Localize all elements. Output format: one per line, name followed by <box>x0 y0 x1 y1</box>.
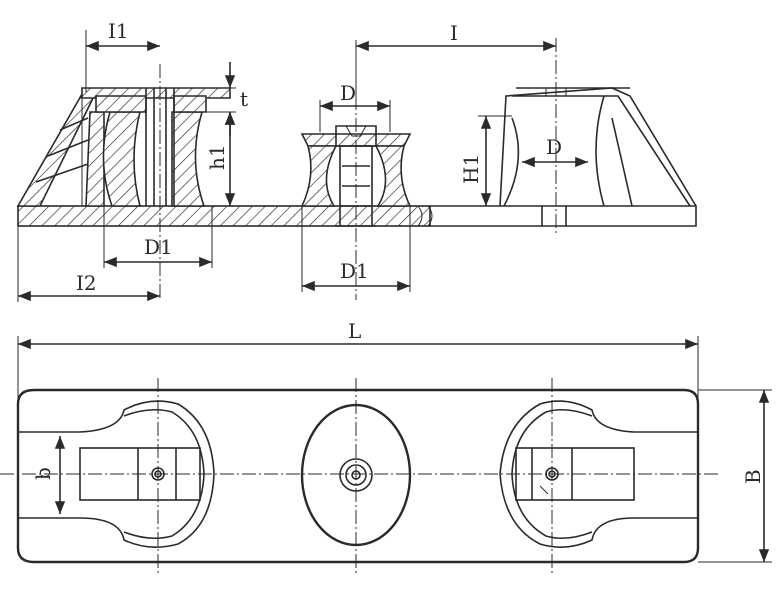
right-bollard <box>499 87 697 226</box>
dimension-lines-plan <box>17 336 772 563</box>
dimension-lines-elevation <box>17 30 588 302</box>
label-t: t <box>240 87 248 111</box>
plan-view: L B b <box>0 319 772 576</box>
label-d1-left: D1 <box>144 235 173 259</box>
elevation-view: I1 I D t h1 H1 D D1 D1 I2 <box>16 19 697 302</box>
label-d-roller: D <box>546 135 562 159</box>
label-b-small: b <box>31 467 55 480</box>
label-d1-center: D1 <box>340 259 369 283</box>
label-H1-roller: H1 <box>459 154 483 184</box>
label-l1: I1 <box>108 19 129 43</box>
plan-base-outline <box>16 388 700 564</box>
left-bollard <box>16 87 231 207</box>
label-B: B <box>741 469 765 484</box>
label-l2: I2 <box>76 271 97 295</box>
label-d-top: D <box>340 81 356 105</box>
base-plate <box>17 205 697 227</box>
label-h1: h1 <box>205 144 229 170</box>
label-L: L <box>348 319 361 343</box>
label-l-span: I <box>450 21 458 45</box>
